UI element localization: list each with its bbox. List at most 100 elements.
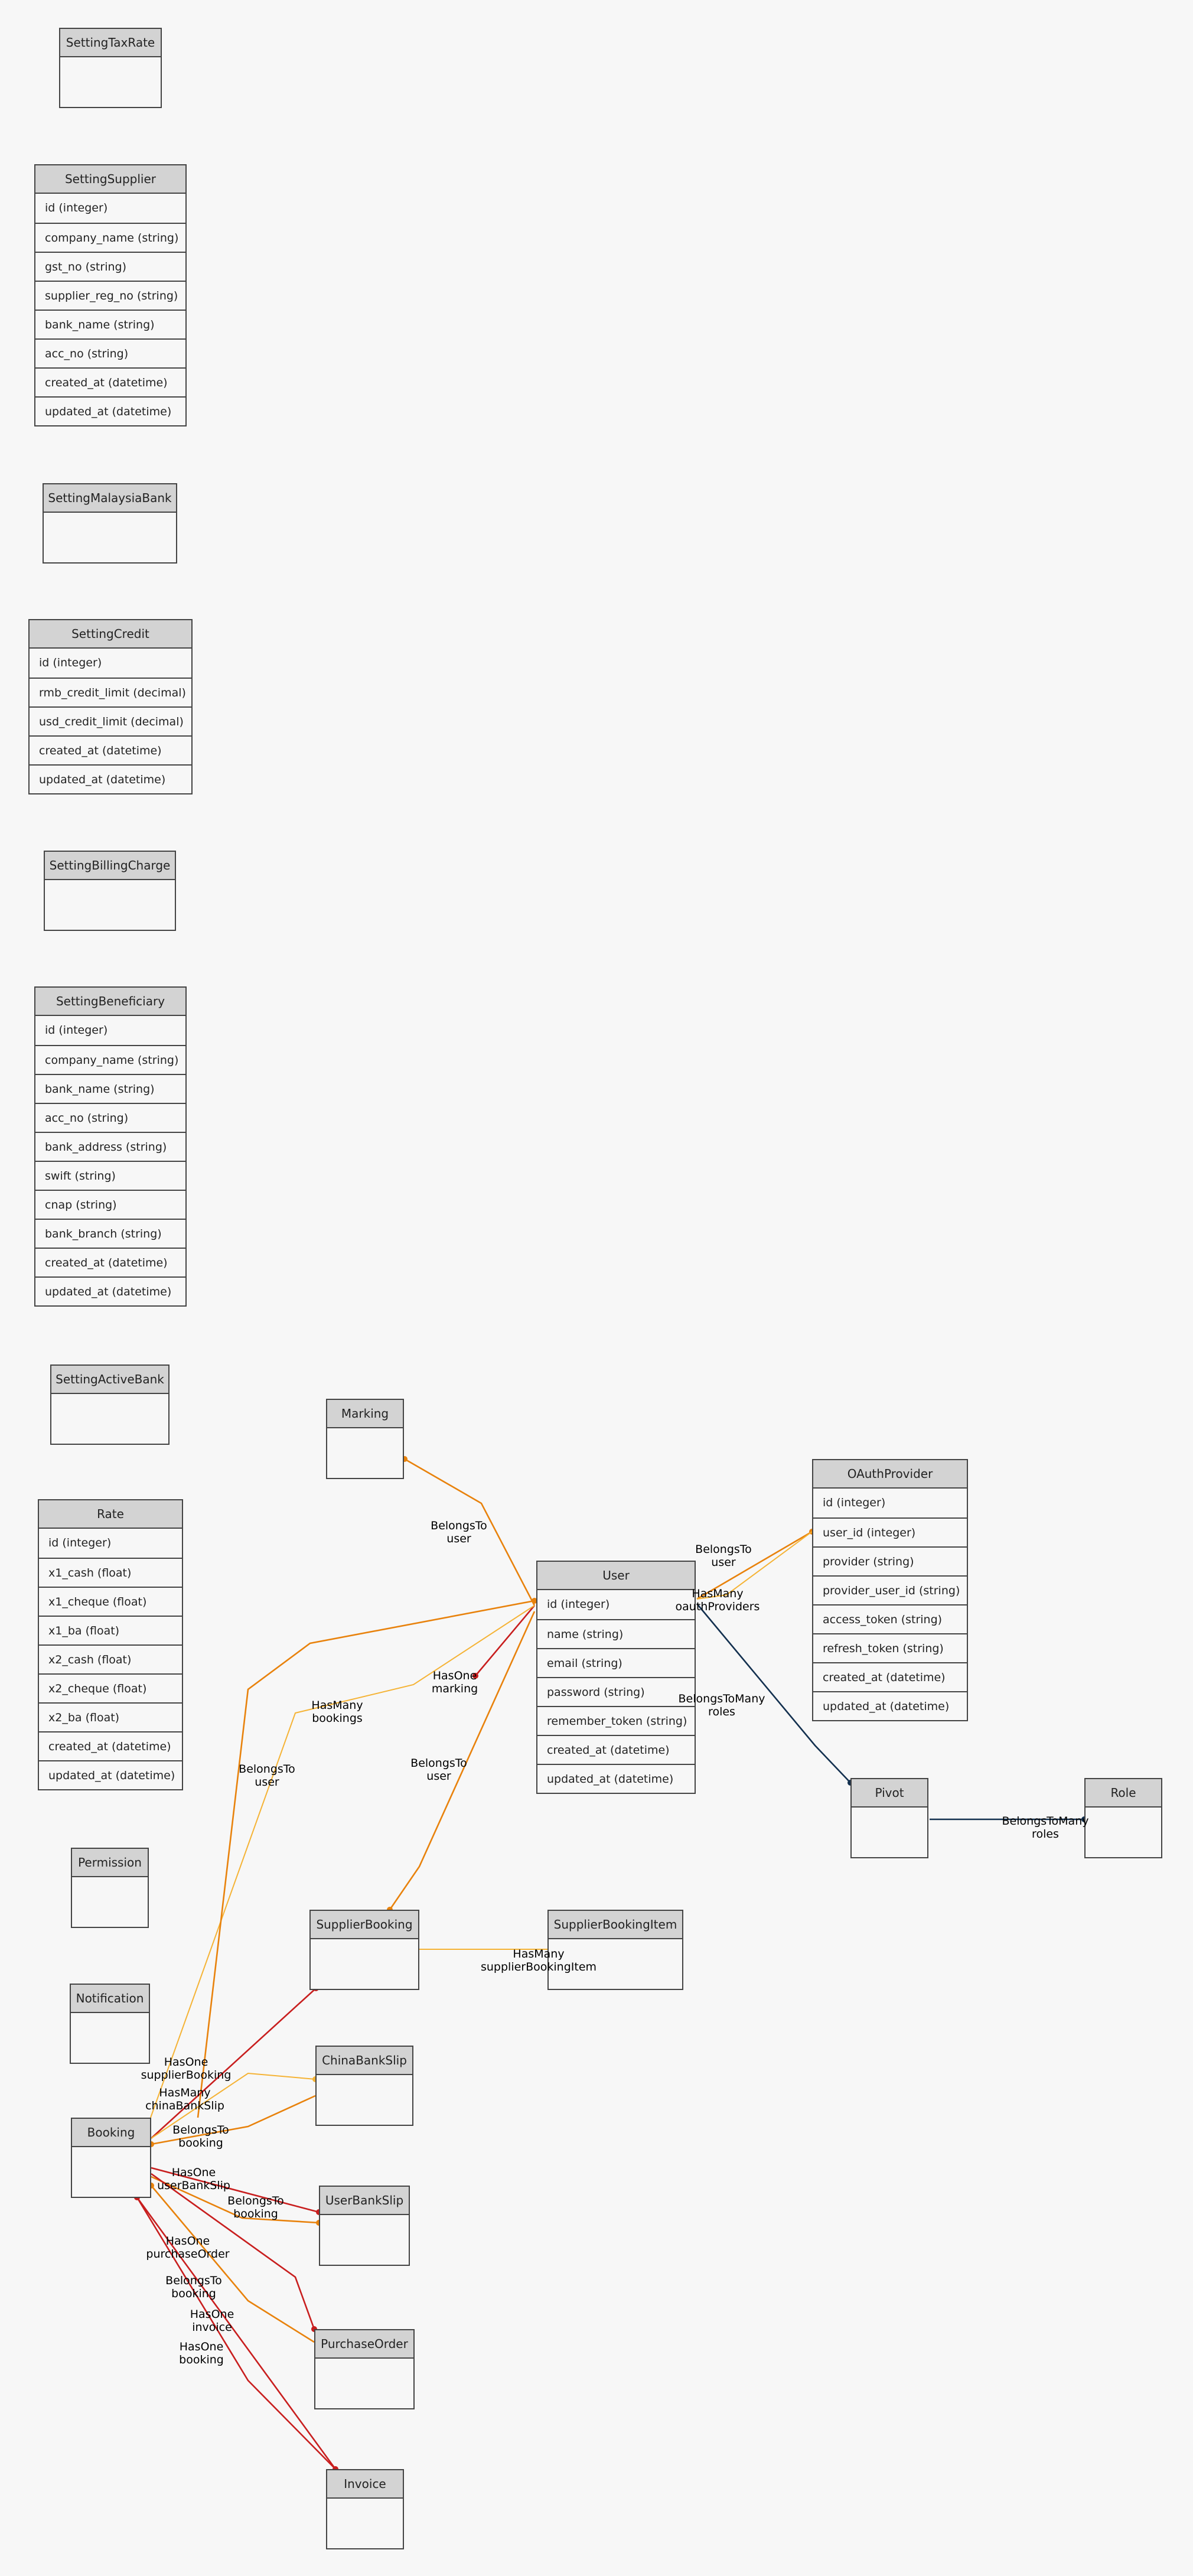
- entity-title: Booking: [72, 2119, 150, 2147]
- entity-field: bank_name (string): [35, 1074, 185, 1103]
- relation-name: roles: [708, 1705, 735, 1718]
- relation-name: invoice: [192, 2321, 232, 2334]
- edge-booking-supplierbooking: [151, 1988, 317, 2139]
- relation-type: HasOne: [165, 2235, 210, 2248]
- entity-title: SettingBillingCharge: [45, 852, 175, 880]
- entity-setting-billing-charge[interactable]: SettingBillingCharge: [44, 851, 176, 931]
- entity-title: UserBankSlip: [320, 2187, 409, 2215]
- entity-field: id (integer): [823, 1496, 886, 1509]
- entity-field: created_at (datetime): [35, 367, 185, 396]
- entity-field: bank_branch (string): [35, 1219, 185, 1248]
- entity-field: updated_at (datetime): [813, 1691, 967, 1720]
- edge-user-oauth-belongs: [696, 1530, 813, 1600]
- relation-name: userBankSlip: [157, 2179, 230, 2192]
- edge-arrowhead: [472, 1673, 478, 1679]
- entity-field: provider (string): [813, 1546, 967, 1575]
- entity-body: [327, 2499, 403, 2548]
- entity-title: SupplierBookingItem: [549, 1911, 682, 1939]
- relation-type: BelongsToMany: [1002, 1815, 1089, 1828]
- entity-booking[interactable]: Booking: [71, 2118, 151, 2198]
- entity-field: id (integer): [45, 1024, 108, 1037]
- entity-field: usd_credit_limit (decimal): [30, 706, 191, 735]
- edge-marking-user: [404, 1458, 536, 1606]
- entity-marking[interactable]: Marking: [326, 1399, 404, 1479]
- entity-body: [311, 1939, 418, 1989]
- edge-user-roles: [696, 1603, 851, 1783]
- edge-user-bookings: [150, 1605, 535, 2118]
- entity-setting-active-bank[interactable]: SettingActiveBank: [50, 1364, 170, 1445]
- entity-notification[interactable]: Notification: [70, 1984, 150, 2064]
- entity-field: user_id (integer): [813, 1517, 967, 1546]
- entity-field: gst_no (string): [35, 252, 185, 281]
- entity-field: x1_cash (float): [39, 1558, 182, 1587]
- entity-body: [72, 1877, 148, 1927]
- edge-supplierbooking-user: [389, 1611, 536, 1910]
- entity-field: updated_at (datetime): [30, 764, 191, 793]
- entity-field: x1_cheque (float): [39, 1587, 182, 1616]
- entity-body: [315, 2359, 413, 2408]
- entity-title: Notification: [71, 1985, 149, 2013]
- entity-setting-malaysia-bank[interactable]: SettingMalaysiaBank: [43, 483, 177, 564]
- relation-name: oauthProviders: [675, 1600, 760, 1613]
- entity-field: updated_at (datetime): [35, 396, 185, 425]
- edge-arrowhead: [532, 1598, 537, 1604]
- entity-supplier-booking[interactable]: SupplierBooking: [309, 1910, 419, 1990]
- entity-body: [852, 1808, 927, 1857]
- relation-type: HasMany: [159, 2086, 211, 2099]
- relation-type: BelongsTo: [239, 1763, 295, 1776]
- relation-type: HasOne: [179, 2340, 224, 2353]
- entity-title: SettingActiveBank: [51, 1366, 168, 1394]
- relation-type: HasMany: [513, 1948, 565, 1961]
- relation-name: bookings: [312, 1712, 363, 1725]
- entity-field: rmb_credit_limit (decimal): [30, 678, 191, 706]
- entity-china-bank-slip[interactable]: ChinaBankSlip: [315, 2046, 413, 2126]
- entity-supplier-booking-item[interactable]: SupplierBookingItem: [547, 1910, 683, 1990]
- entity-title: SettingSupplier: [35, 165, 185, 194]
- relation-name: chinaBankSlip: [145, 2099, 224, 2112]
- entity-field: password (string): [537, 1677, 695, 1706]
- entity-title: SettingBeneficiary: [35, 988, 185, 1016]
- entity-title: SettingMalaysiaBank: [44, 484, 176, 513]
- entity-permission[interactable]: Permission: [71, 1848, 149, 1928]
- relation-type: HasOne: [164, 2056, 208, 2069]
- entity-body: [60, 57, 161, 107]
- edge-booking-chinabankslip: [151, 2072, 316, 2139]
- entity-purchase-order[interactable]: PurchaseOrder: [314, 2329, 415, 2409]
- entity-body: [1086, 1808, 1161, 1857]
- entity-field: x1_ba (float): [39, 1616, 182, 1644]
- entity-field: updated_at (datetime): [537, 1764, 695, 1793]
- entity-fields: id (integer)company_name (string)bank_na…: [35, 1016, 185, 1305]
- entity-pivot[interactable]: Pivot: [850, 1778, 928, 1858]
- entity-field: swift (string): [35, 1161, 185, 1190]
- entity-title: Rate: [39, 1500, 182, 1529]
- entity-field: created_at (datetime): [537, 1735, 695, 1764]
- entity-user-bank-slip[interactable]: UserBankSlip: [319, 2186, 410, 2266]
- entity-field: x2_cheque (float): [39, 1673, 182, 1702]
- relation-type: HasOne: [190, 2308, 234, 2321]
- entity-field: cnap (string): [35, 1190, 185, 1219]
- entity-invoice[interactable]: Invoice: [326, 2469, 404, 2549]
- relation-type: BelongsTo: [165, 2274, 222, 2287]
- entity-field: id (integer): [547, 1598, 610, 1611]
- entity-role[interactable]: Role: [1084, 1778, 1162, 1858]
- entity-field: remember_token (string): [537, 1706, 695, 1735]
- entity-setting-tax-rate[interactable]: SettingTaxRate: [59, 28, 162, 108]
